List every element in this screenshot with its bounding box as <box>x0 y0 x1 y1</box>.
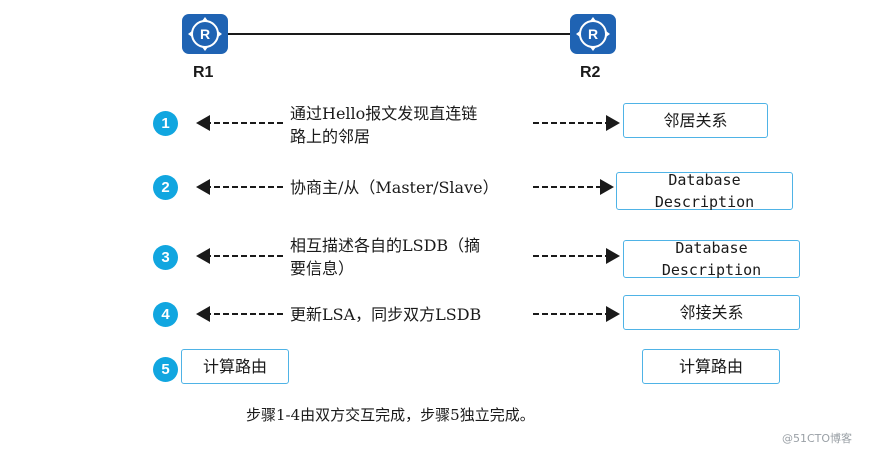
step-5-r2-label: 计算路由 <box>678 356 743 376</box>
step-4-description: 更新LSA，同步双方LSDB <box>290 303 481 326</box>
step-4-desc-line: 更新LSA，同步双方LSDB <box>290 305 482 324</box>
step-1-desc-line: 路上的邻居 <box>290 127 371 146</box>
step-3-r2-state-line: Database <box>675 239 748 257</box>
step-1-desc-line: 通过Hello报文发现直连链 <box>290 104 478 123</box>
step-1-r2-state-box: 邻居关系 <box>623 103 768 138</box>
svg-text:R: R <box>588 26 598 42</box>
diagram-caption: 步骤1-4由双方交互完成，步骤5独立完成。 <box>246 406 535 424</box>
step-3-r2-state-line: Description <box>661 261 762 279</box>
step-badge-2: 2 <box>153 175 178 200</box>
step-5-r1-box: 计算路由 <box>181 349 289 384</box>
step-2-r2-state-box: Database Description <box>616 171 793 211</box>
step-4-r2-state-box: 邻接关系 <box>623 295 800 330</box>
step-3-r2-state-box: Database Description <box>623 239 800 279</box>
router-r1-icon: R <box>182 14 228 54</box>
step-1-description: 通过Hello报文发现直连链 路上的邻居 <box>290 102 477 148</box>
router-link <box>228 33 570 35</box>
step-badge-4: 4 <box>153 302 178 327</box>
router-r2-label: R2 <box>580 64 601 81</box>
step-3-description: 相互描述各自的LSDB（摘 要信息） <box>290 234 480 280</box>
step-3-desc-line: 要信息） <box>290 259 355 278</box>
step-2-desc-line: 协商主/从（Master/Slave） <box>290 178 499 197</box>
step-4-r2-state: 邻接关系 <box>679 302 744 322</box>
step-5-r2-box: 计算路由 <box>642 349 780 384</box>
step-2-r2-state-line: Database <box>668 171 741 189</box>
step-5-r1-label: 计算路由 <box>202 356 267 376</box>
router-r1-label: R1 <box>193 64 214 81</box>
step-2-r2-state-line: Description <box>654 193 755 211</box>
step-1-r2-state: 邻居关系 <box>663 110 728 130</box>
step-badge-5: 5 <box>153 357 178 382</box>
step-badge-1: 1 <box>153 111 178 136</box>
step-badge-3: 3 <box>153 245 178 270</box>
svg-text:R: R <box>200 26 210 42</box>
step-2-description: 协商主/从（Master/Slave） <box>290 176 499 199</box>
router-r2-icon: R <box>570 14 616 54</box>
step-3-desc-line: 相互描述各自的LSDB（摘 <box>290 236 481 255</box>
watermark: @51CTO博客 <box>782 432 853 445</box>
